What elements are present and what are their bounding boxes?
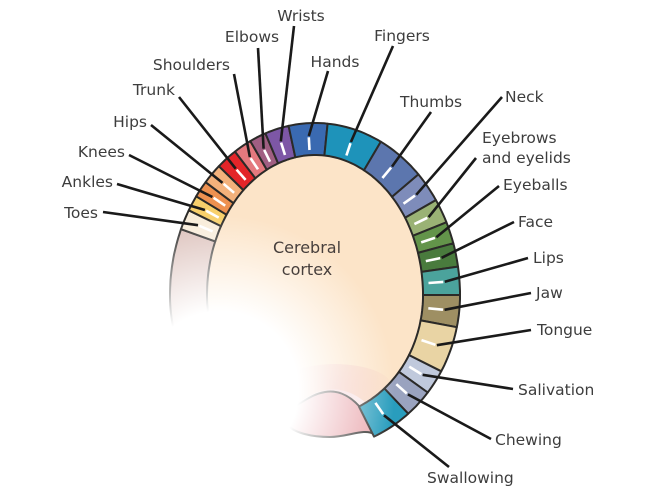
leader-tick-lips (428, 280, 444, 285)
label-thumbs: Thumbs (399, 93, 462, 111)
label-shoulders: Shoulders (153, 56, 230, 74)
leader-hands (307, 70, 330, 137)
leader-face (441, 220, 515, 259)
leader-tick-ankles (205, 209, 220, 219)
label-ankles: Ankles (62, 173, 113, 191)
leader-ticks (198, 137, 444, 415)
leader-tick-trunk (235, 168, 247, 181)
label-chewing: Chewing (495, 431, 562, 449)
label-eyebrows-line1: Eyebrows (482, 129, 557, 147)
leader-neck (415, 96, 503, 196)
leader-swallowing (383, 414, 450, 469)
leader-thumbs (390, 111, 433, 168)
leader-tick-chewing (395, 383, 408, 395)
leader-jaw (444, 291, 532, 312)
label-knees: Knees (78, 143, 125, 161)
label-face: Face (518, 213, 553, 231)
leader-salivation (422, 373, 514, 391)
leader-trunk (177, 96, 237, 170)
label-swallowing: Swallowing (427, 469, 514, 487)
label-neck: Neck (505, 88, 544, 106)
leader-tick-tongue (421, 338, 436, 347)
leader-eyeballs (435, 184, 500, 239)
leader-tick-elbows (263, 149, 272, 163)
leader-tick-swallowing (374, 402, 385, 415)
label-elbows: Elbows (225, 28, 279, 46)
center-label-line1: Cerebral (273, 238, 341, 257)
label-hands: Hands (311, 53, 360, 71)
label-eyeballs: Eyeballs (503, 176, 568, 194)
leader-tick-hands (307, 137, 311, 151)
label-jaw: Jaw (535, 284, 563, 302)
label-hips: Hips (113, 113, 147, 131)
leader-eyebrows (427, 157, 478, 219)
label-salivation: Salivation (518, 381, 594, 399)
leader-tick-hips (222, 182, 235, 194)
leader-tick-face (425, 256, 441, 263)
label-fingers: Fingers (374, 27, 430, 45)
leader-lines (102, 25, 532, 469)
leader-tick-jaw (428, 307, 444, 311)
label-trunk: Trunk (132, 81, 175, 99)
leader-tick-eyeballs (420, 236, 436, 244)
leader-tick-eyebrows (413, 216, 428, 226)
fade-overlay (45, 215, 395, 495)
leader-tick-thumbs (381, 166, 393, 179)
leader-tick-toes (198, 224, 214, 233)
label-eyebrows-line2: and eyelids (482, 149, 571, 167)
label-toes: Toes (63, 204, 98, 222)
leader-elbows (256, 47, 265, 149)
label-lips: Lips (533, 249, 564, 267)
leader-shoulders (232, 73, 252, 158)
leader-tick-knees (212, 196, 226, 207)
leader-tick-shoulders (249, 157, 260, 171)
label-tongue: Tongue (536, 321, 592, 339)
leader-hips (150, 123, 224, 184)
leader-tick-salivation (408, 365, 423, 376)
leader-toes (102, 210, 199, 227)
leader-tick-neck (402, 194, 416, 205)
leader-fingers (349, 45, 395, 143)
leader-chewing (407, 393, 492, 441)
leader-tick-wrists (279, 142, 287, 156)
leader-tick-fingers (345, 142, 352, 156)
leader-tongue (436, 328, 532, 347)
center-label-line2: cortex (282, 260, 332, 279)
leader-lips (444, 256, 529, 284)
labels: Wrists Elbows Hands Fingers Shoulders Tr… (62, 7, 595, 487)
leader-wrists (279, 25, 296, 142)
leader-ankles (116, 182, 206, 212)
leader-knees (128, 153, 213, 199)
label-wrists: Wrists (277, 7, 325, 25)
